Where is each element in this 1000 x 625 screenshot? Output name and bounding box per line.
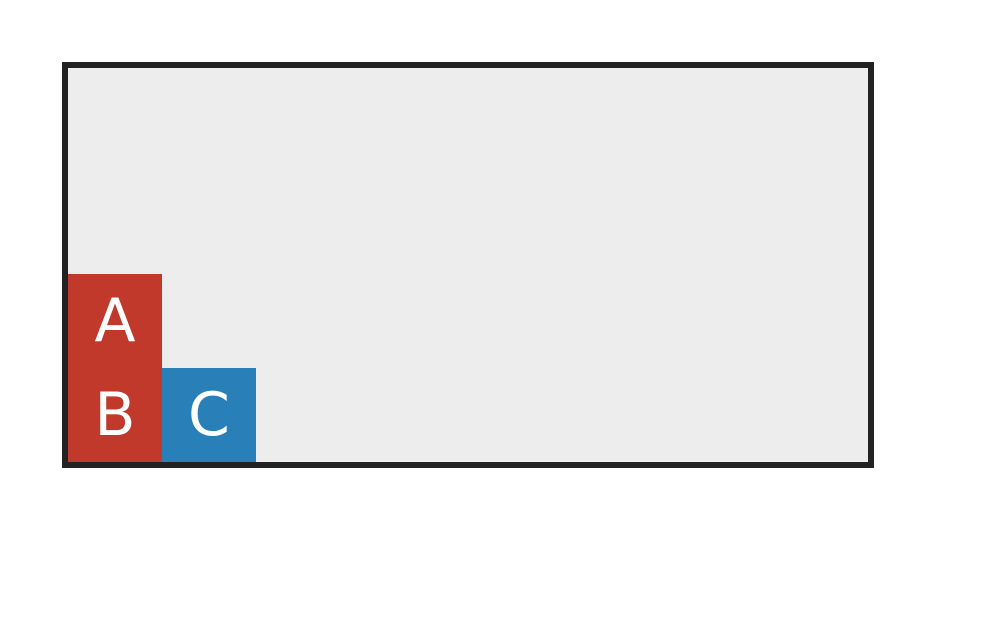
tile-c[interactable]: C bbox=[162, 368, 256, 462]
board: A B C bbox=[62, 62, 874, 468]
tile-b[interactable]: B bbox=[68, 368, 162, 462]
tile-a[interactable]: A bbox=[68, 274, 162, 368]
